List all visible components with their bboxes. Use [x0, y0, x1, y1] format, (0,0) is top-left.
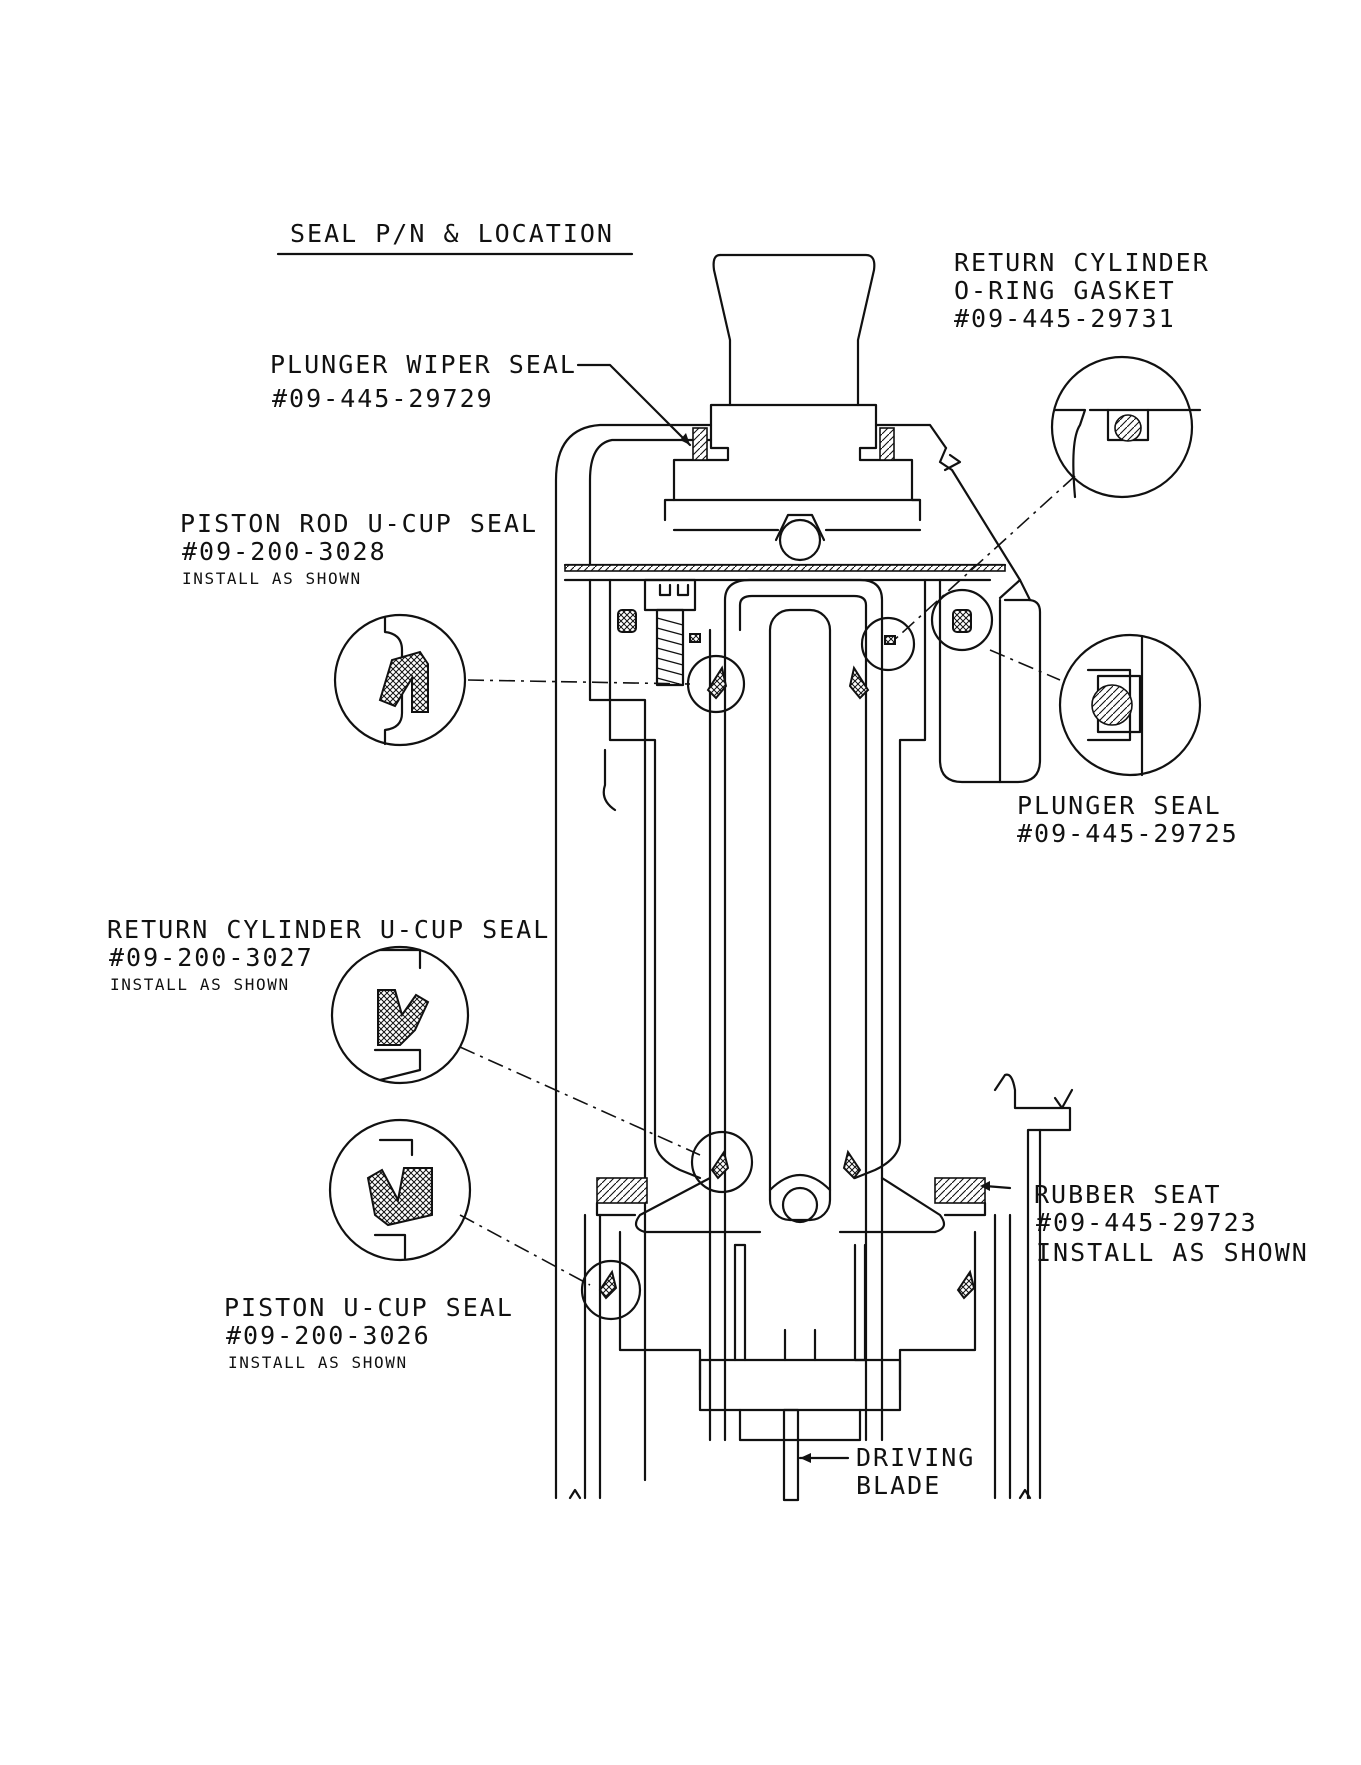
- detail-return-cyl-ucup: [330, 945, 470, 1085]
- svg-text:#09-445-29731: #09-445-29731: [954, 304, 1176, 333]
- svg-text:RUBBER SEAT: RUBBER SEAT: [1034, 1180, 1222, 1209]
- label-return-cylinder-ucup-seal: RETURN CYLINDER U-CUP SEAL #09-200-3027 …: [107, 915, 550, 994]
- detail-plunger-seal: [1058, 633, 1202, 777]
- svg-text:PLUNGER SEAL: PLUNGER SEAL: [1017, 791, 1222, 820]
- detail-piston-ucup: [328, 1118, 472, 1262]
- drawing-title: SEAL P/N & LOCATION: [290, 219, 614, 248]
- label-rubber-seat: RUBBER SEAT #09-445-29723 INSTALL AS SHO…: [1034, 1180, 1309, 1267]
- label-plunger-seal: PLUNGER SEAL #09-445-29725: [1017, 791, 1239, 848]
- svg-text:#09-200-3027: #09-200-3027: [109, 943, 314, 972]
- label-return-cylinder-oring: RETURN CYLINDER O-RING GASKET #09-445-29…: [954, 248, 1210, 333]
- svg-text:#09-200-3028: #09-200-3028: [182, 537, 387, 566]
- label-plunger-wiper-seal: PLUNGER WIPER SEAL #09-445-29729: [270, 350, 577, 413]
- svg-text:#09-445-29729: #09-445-29729: [272, 384, 494, 413]
- svg-text:RETURN CYLINDER: RETURN CYLINDER: [954, 248, 1210, 277]
- svg-text:INSTALL AS SHOWN: INSTALL AS SHOWN: [182, 569, 362, 588]
- svg-text:PISTON ROD U-CUP SEAL: PISTON ROD U-CUP SEAL: [180, 509, 538, 538]
- svg-text:O-RING GASKET: O-RING GASKET: [954, 276, 1176, 305]
- svg-text:#09-445-29725: #09-445-29725: [1017, 819, 1239, 848]
- label-piston-rod-ucup-seal: PISTON ROD U-CUP SEAL #09-200-3028 INSTA…: [180, 509, 538, 588]
- tool-body: [554, 253, 1074, 1502]
- svg-text:PLUNGER WIPER SEAL: PLUNGER WIPER SEAL: [270, 350, 577, 379]
- svg-text:DRIVING: DRIVING: [856, 1443, 975, 1472]
- svg-text:INSTALL AS SHOWN: INSTALL AS SHOWN: [1036, 1238, 1309, 1267]
- svg-text:#09-445-29723: #09-445-29723: [1036, 1208, 1258, 1237]
- svg-text:RETURN CYLINDER U-CUP SEAL: RETURN CYLINDER U-CUP SEAL: [107, 915, 550, 944]
- svg-text:INSTALL AS SHOWN: INSTALL AS SHOWN: [228, 1353, 408, 1372]
- svg-text:INSTALL AS SHOWN: INSTALL AS SHOWN: [110, 975, 290, 994]
- reference-circles: [580, 588, 994, 1321]
- svg-text:BLADE: BLADE: [856, 1471, 941, 1500]
- label-piston-ucup-seal: PISTON U-CUP SEAL #09-200-3026 INSTALL A…: [224, 1293, 514, 1372]
- svg-text:PISTON U-CUP SEAL: PISTON U-CUP SEAL: [224, 1293, 514, 1322]
- detail-return-cyl-oring: [1050, 355, 1202, 499]
- section-seals: [598, 427, 976, 1300]
- leader-lines: [459, 363, 1076, 1463]
- svg-text:#09-200-3026: #09-200-3026: [226, 1321, 431, 1350]
- label-driving-blade: DRIVING BLADE: [856, 1443, 975, 1500]
- detail-piston-rod-ucup: [333, 613, 467, 747]
